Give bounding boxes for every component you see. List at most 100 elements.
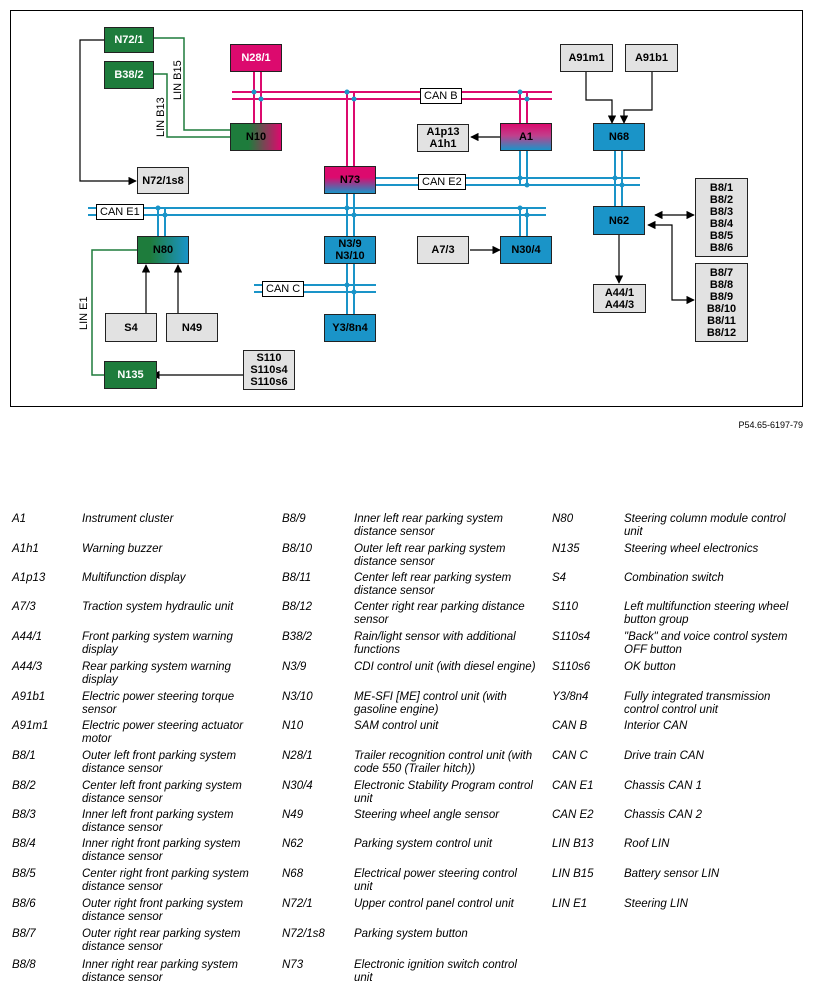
can-e1-label: CAN E1 (96, 204, 144, 220)
legend-description: Chassis CAN 1 (624, 780, 702, 792)
lin-b13-label: LIN B13 (155, 97, 167, 137)
can-c-label: CAN C (262, 281, 305, 297)
legend-description: Electronic ignition switch control unit (354, 959, 517, 984)
legend-description: Electric power steering actuator motor (82, 720, 244, 745)
legend-code: CAN C (552, 750, 588, 762)
legend-description: Inner left front parking system distance… (82, 809, 234, 834)
legend-code: B8/4 (12, 838, 36, 850)
legend-code: N72/1s8 (282, 928, 325, 940)
legend-description: Trailer recognition control unit (with c… (354, 750, 533, 775)
legend-code: B8/12 (282, 601, 313, 613)
legend-code: CAN E1 (552, 780, 594, 792)
legend-code: CAN E2 (552, 809, 594, 821)
lin-b15-label: LIN B15 (172, 60, 184, 100)
legend-description: Outer right rear parking system distance… (82, 928, 241, 953)
legend-description: Inner left rear parking system distance … (354, 513, 503, 538)
legend-code: N62 (282, 838, 304, 850)
box-n135: N135 (104, 361, 157, 389)
legend-code: A7/3 (12, 601, 36, 613)
legend-description: Multifunction display (82, 572, 186, 584)
legend-code: B8/3 (12, 809, 36, 821)
network-diagram (10, 10, 803, 407)
box-n72-1: N72/1 (104, 27, 154, 53)
legend-code: A91m1 (12, 720, 49, 732)
legend-code: B8/11 (282, 572, 312, 584)
box-n68: N68 (593, 123, 645, 151)
legend-code: B8/8 (12, 959, 36, 971)
legend-code: S4 (552, 572, 567, 584)
legend-description: Battery sensor LIN (624, 868, 720, 880)
can-b-bus (232, 72, 552, 166)
legend-code: B8/2 (12, 780, 36, 792)
box-n73: N73 (324, 166, 376, 194)
legend-description: Center left rear parking system distance… (354, 572, 512, 597)
legend-description: Electric power steering torque sensor (82, 691, 235, 716)
can-e2-label: CAN E2 (418, 174, 466, 190)
box-b38-2: B38/2 (104, 61, 154, 89)
lin-e1-label: LIN E1 (78, 296, 90, 330)
legend-code: A44/3 (12, 661, 43, 673)
legend-description: Rear parking system warning display (82, 661, 231, 686)
legend-code: B8/7 (12, 928, 36, 940)
legend-description: SAM control unit (354, 720, 439, 732)
box-a1: A1 (500, 123, 552, 151)
legend-description: Combination switch (624, 572, 724, 584)
legend-description: Inner right front parking system distanc… (82, 838, 241, 863)
diagram-wiring (79, 37, 695, 380)
legend-code: A1 (12, 513, 27, 525)
legend-description: Warning buzzer (82, 543, 163, 555)
box-a91m1: A91m1 (560, 44, 613, 72)
lin-lines (91, 37, 230, 376)
legend-code: CAN B (552, 720, 588, 732)
legend-description: "Back" and voice control system OFF butt… (624, 631, 788, 656)
box-s4: S4 (105, 313, 157, 342)
legend-code: B8/6 (12, 898, 36, 910)
box-n72-1s8: N72/1s8 (137, 167, 189, 194)
box-a7-3: A7/3 (417, 236, 469, 264)
legend-code: N30/4 (282, 780, 313, 792)
legend-code: B8/9 (282, 513, 306, 525)
legend-code: N80 (552, 513, 574, 525)
legend-code: A1p13 (12, 572, 46, 584)
legend-code: B8/5 (12, 868, 36, 880)
legend-code: LIN B13 (552, 838, 594, 850)
legend-description: Center left front parking system distanc… (82, 780, 242, 805)
box-n28-1: N28/1 (230, 44, 282, 72)
legend-description: Interior CAN (624, 720, 688, 732)
legend-description: Front parking system warning display (82, 631, 233, 656)
legend-description: ME-SFI [ME] control unit (with gasoline … (354, 691, 507, 716)
legend-description: Parking system button (354, 928, 468, 940)
legend-code: LIN E1 (552, 898, 588, 910)
legend-description: Outer left rear parking system distance … (354, 543, 506, 568)
box-n80: N80 (137, 236, 189, 264)
box-n30-4: N30/4 (500, 236, 552, 264)
legend-code: Y3/8n4 (552, 691, 589, 703)
legend-code: A1h1 (12, 543, 39, 555)
legend-code: A44/1 (12, 631, 43, 643)
legend-description: Traction system hydraulic unit (82, 601, 234, 613)
figure-reference: P54.65-6197-79 (738, 420, 803, 430)
legend-description: Inner right rear parking system distance… (82, 959, 238, 984)
legend-code: N3/9 (282, 661, 307, 673)
legend-description: CDI control unit (with diesel engine) (354, 661, 536, 673)
legend-description: Center right front parking system distan… (82, 868, 249, 893)
legend-description: Rain/light sensor with additional functi… (354, 631, 516, 656)
legend-description: Steering LIN (624, 898, 688, 910)
box-y3-8n4: Y3/8n4 (324, 314, 376, 342)
legend-description: Steering wheel angle sensor (354, 809, 500, 821)
box-n10: N10 (230, 123, 282, 151)
legend-code: A91b1 (12, 691, 46, 703)
legend-description: Chassis CAN 2 (624, 809, 702, 821)
legend-description: Outer left front parking system distance… (82, 750, 237, 775)
legend-description: Roof LIN (624, 838, 670, 850)
legend-description: Drive train CAN (624, 750, 704, 762)
legend-code: S110 (552, 601, 579, 613)
signal-arrows (79, 39, 695, 380)
legend-description: Outer right front parking system distanc… (82, 898, 244, 923)
legend-code: N72/1 (282, 898, 313, 910)
legend-code: S110s4 (552, 631, 591, 643)
legend-code: N10 (282, 720, 304, 732)
can-e2-bus (376, 151, 640, 206)
